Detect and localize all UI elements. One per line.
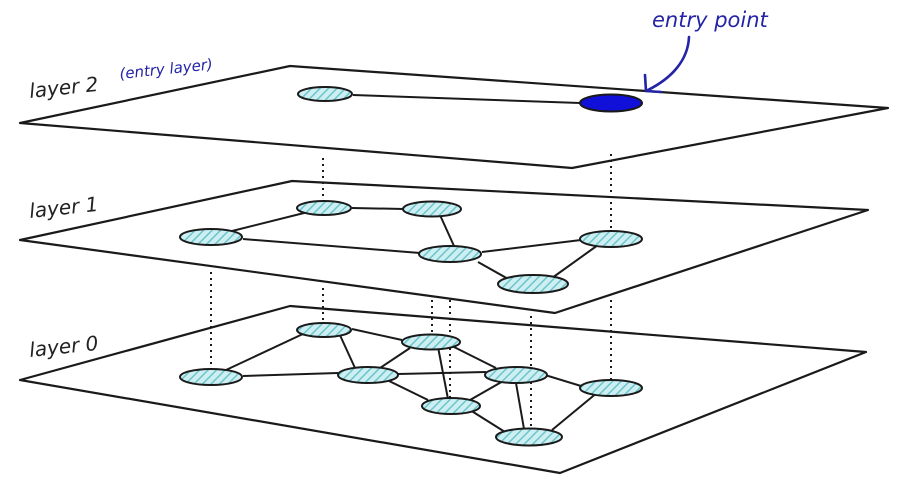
graph-node [579,379,643,397]
graph-node [484,366,548,384]
layer-2-plane [18,64,890,170]
layer-1-label: layer 1 [28,192,99,223]
arrow-head [643,73,663,94]
layer-0-label: layer 0 [28,331,99,362]
edge [379,347,411,369]
graph-node [421,397,481,415]
edge [338,332,356,369]
graph-node [296,200,352,216]
graph-node [418,245,482,263]
edge [551,244,599,279]
graph-node [179,368,243,386]
edge [469,379,506,401]
edge [477,261,511,281]
layer-2-graph [297,86,643,113]
graph-node [179,228,243,246]
graph-node [296,322,352,338]
edge [515,382,525,430]
edge [439,214,455,247]
graph-node [401,333,461,351]
edge [352,94,581,104]
layer-2-label: layer 2 [28,72,99,103]
edge [351,207,405,210]
entry-point-label: entry point [652,8,769,32]
layer-1-edges [227,207,599,281]
arrow-shaft [646,35,691,92]
edge [544,374,582,387]
entry-point-arrow [643,35,691,94]
graph-node [579,230,643,248]
graph-node [297,86,353,102]
edge [225,332,306,371]
graph-node [495,427,563,447]
layer-0-plane [18,304,868,475]
edge [449,344,497,369]
entry-node [579,93,643,113]
edge [384,378,429,401]
edge [481,239,582,253]
layer-connectors [210,154,612,430]
edge [469,409,506,433]
edge [351,328,403,341]
graph-node [497,274,569,294]
edge [437,346,449,400]
graph-node [337,366,399,384]
entry-layer-note: (entry layer) [119,55,214,83]
edge [242,372,339,377]
layer-1-nodes [179,200,643,294]
edge [227,211,309,233]
layer-0-edges [225,328,599,433]
graph-node [402,200,462,218]
edge [242,238,421,254]
edge [551,391,599,431]
layer-0-nodes [179,322,643,447]
